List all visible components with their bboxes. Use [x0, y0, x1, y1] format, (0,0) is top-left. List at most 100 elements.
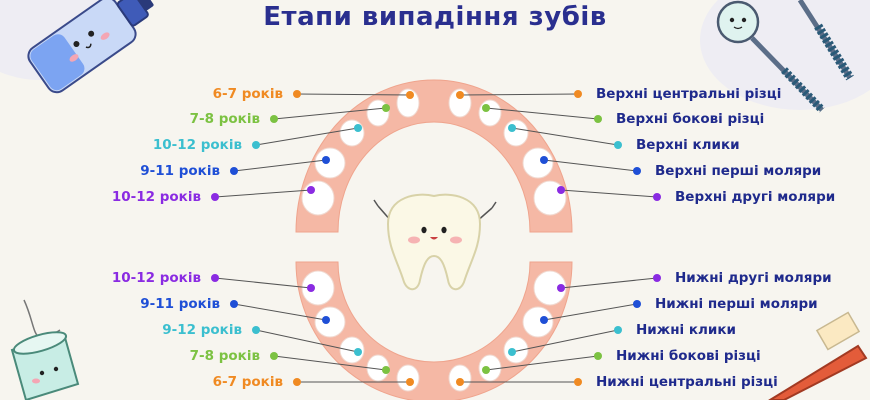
upper-tooth-label: Верхні клики — [636, 137, 740, 153]
upper-age-dot — [270, 115, 278, 123]
upper-tooth-dot — [482, 104, 490, 112]
upper-tooth-dot — [354, 124, 362, 132]
lower-tooth-label: Нижні центральні різці — [596, 374, 778, 390]
upper-age-dot — [230, 167, 238, 175]
upper-tooth — [339, 119, 365, 147]
lower-tooth — [314, 306, 346, 338]
lower-tooth — [301, 270, 335, 306]
lower-tooth-label: Нижні клики — [636, 322, 736, 338]
lower-tooth-dot — [482, 366, 490, 374]
lower-tooth-connector — [543, 303, 638, 321]
upper-tooth-label: Верхні центральні різці — [596, 86, 782, 102]
lower-age-connector — [273, 355, 387, 371]
upper-tooth-label: Верхні перші моляри — [655, 163, 822, 179]
upper-tooth-dot — [406, 91, 414, 99]
upper-tooth — [522, 147, 554, 179]
upper-age-label: 6-7 років — [212, 86, 283, 102]
upper-tooth-end-dot — [594, 115, 602, 123]
lower-tooth — [533, 270, 567, 306]
toothbrush-icon — [768, 311, 868, 400]
lower-age-dot — [293, 378, 301, 386]
lower-tooth-connector — [485, 355, 599, 371]
upper-tooth-end-dot — [653, 193, 661, 201]
upper-age-label: 10-12 років — [111, 189, 201, 205]
upper-tooth-dot — [508, 124, 516, 132]
upper-age-dot — [211, 193, 219, 201]
lower-arch — [295, 261, 573, 400]
upper-age-connector — [233, 159, 327, 172]
dental-mirror-icon — [716, 0, 825, 113]
lower-tooth-dot — [557, 284, 565, 292]
lower-tooth-end-dot — [633, 300, 641, 308]
upper-tooth-label: Верхні другі моляри — [675, 189, 836, 205]
upper-tooth-connector — [560, 189, 658, 198]
lower-age-label: 10-12 років — [111, 270, 201, 286]
lower-tooth-connector — [511, 329, 619, 353]
upper-age-connector — [214, 189, 312, 198]
lower-tooth-end-dot — [653, 274, 661, 282]
upper-age-dot — [252, 141, 260, 149]
upper-tooth-end-dot — [574, 90, 582, 98]
lower-tooth-label: Нижні бокові різці — [616, 348, 761, 364]
lower-age-connector — [255, 329, 359, 353]
upper-age-connector — [296, 93, 411, 96]
upper-tooth-connector — [543, 159, 638, 172]
lower-tooth-label: Нижні другі моляри — [675, 270, 832, 286]
lower-tooth-end-dot — [614, 326, 622, 334]
lower-tooth-dot — [322, 316, 330, 324]
upper-tooth-dot — [557, 186, 565, 194]
lower-tooth-label: Нижні перші моляри — [655, 296, 818, 312]
toothpaste-icon — [27, 0, 154, 94]
lower-tooth-dot — [508, 348, 516, 356]
lower-age-connector — [233, 303, 327, 321]
lower-age-label: 9-11 років — [140, 296, 220, 312]
upper-age-connector — [255, 127, 359, 146]
floss-icon — [10, 299, 80, 400]
lower-tooth-dot — [456, 378, 464, 386]
lower-age-label: 7-8 років — [189, 348, 260, 364]
lower-age-label: 9-12 років — [162, 322, 242, 338]
lower-age-dot — [252, 326, 260, 334]
lower-age-dot — [270, 352, 278, 360]
lower-tooth-dot — [382, 366, 390, 374]
upper-tooth-dot — [382, 104, 390, 112]
tooth-mascot-icon — [373, 193, 497, 291]
upper-tooth-end-dot — [614, 141, 622, 149]
lower-tooth-connector — [560, 277, 658, 289]
lower-tooth — [503, 336, 529, 364]
lower-tooth — [339, 336, 365, 364]
upper-tooth-dot — [307, 186, 315, 194]
upper-tooth-dot — [540, 156, 548, 164]
upper-tooth-label: Верхні бокові різці — [616, 111, 765, 127]
lower-age-dot — [230, 300, 238, 308]
upper-tooth — [314, 147, 346, 179]
lower-age-dot — [211, 274, 219, 282]
upper-tooth — [301, 180, 335, 216]
lower-tooth — [396, 364, 420, 392]
upper-age-label: 7-8 років — [189, 111, 260, 127]
lower-tooth-dot — [406, 378, 414, 386]
lower-tooth-end-dot — [594, 352, 602, 360]
upper-tooth — [478, 99, 502, 127]
lower-tooth-dot — [540, 316, 548, 324]
upper-tooth-connector — [485, 107, 599, 120]
lower-tooth-end-dot — [574, 378, 582, 386]
lower-tooth — [478, 354, 502, 382]
lower-age-label: 6-7 років — [212, 374, 283, 390]
upper-age-connector — [273, 107, 387, 120]
upper-tooth — [503, 119, 529, 147]
lower-tooth — [522, 306, 554, 338]
upper-tooth-dot — [322, 156, 330, 164]
page-title: Етапи випадіння зубів — [263, 2, 607, 32]
upper-age-label: 10-12 років — [152, 137, 242, 153]
upper-tooth-end-dot — [633, 167, 641, 175]
upper-age-dot — [293, 90, 301, 98]
upper-tooth — [366, 99, 390, 127]
upper-tooth-connector — [459, 93, 579, 96]
upper-tooth — [448, 88, 472, 118]
upper-tooth-connector — [511, 127, 619, 146]
lower-tooth-dot — [307, 284, 315, 292]
dental-probe-icon — [797, 0, 854, 81]
